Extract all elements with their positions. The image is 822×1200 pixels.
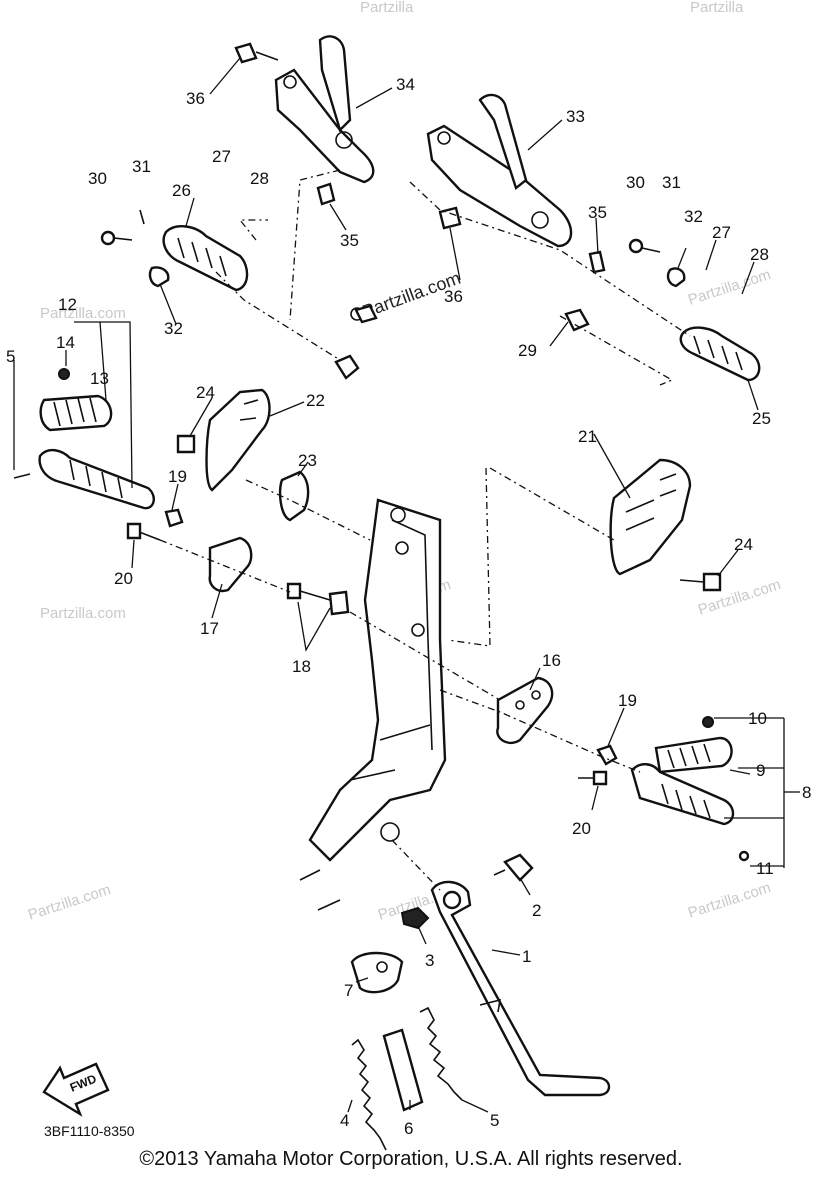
frame — [299, 498, 447, 911]
callout-22: 22 — [306, 391, 325, 410]
callout-34: 34 — [396, 75, 415, 94]
pin-30-right — [628, 238, 644, 254]
callout-7: 7 — [344, 981, 353, 1000]
rear-footrest-right — [679, 326, 761, 382]
callout-35b: 35 — [588, 203, 607, 222]
callout-14: 14 — [56, 333, 75, 352]
callout-27a: 27 — [212, 147, 231, 166]
callout-16: 16 — [542, 651, 561, 670]
callout-20a: 20 — [114, 569, 133, 588]
callout-32a: 32 — [164, 319, 183, 338]
nut-19-left — [164, 508, 184, 528]
bracket-23 — [278, 470, 310, 522]
callout-36a: 36 — [186, 89, 205, 108]
callout-25: 25 — [752, 409, 771, 428]
plate-7 — [350, 951, 404, 994]
callout-9: 9 — [756, 761, 765, 780]
side-stand — [430, 880, 611, 1097]
footrest-left — [13, 368, 155, 510]
callout-24b: 24 — [734, 535, 753, 554]
callout-3: 3 — [425, 951, 434, 970]
callout-31a: 31 — [132, 157, 151, 176]
bolt-24-left — [176, 434, 196, 454]
heel-guard-22 — [205, 388, 271, 492]
heel-guard-21 — [609, 458, 692, 576]
fwd-arrow-icon: FWD — [42, 1062, 110, 1117]
nut-3 — [400, 906, 430, 930]
callout-28a: 28 — [250, 169, 269, 188]
nut-watermark — [354, 304, 378, 324]
watermark: Partzilla.com — [686, 879, 773, 922]
watermark: Partzilla — [360, 0, 414, 16]
spring-4 — [351, 1038, 387, 1151]
callout-6: 6 — [404, 1119, 413, 1138]
leader-lines — [13, 57, 800, 1113]
callout-33: 33 — [566, 107, 585, 126]
callout-2: 2 — [532, 901, 541, 920]
callout-21: 21 — [578, 427, 597, 446]
nut-19-right — [596, 744, 618, 766]
watermark: Partzilla.com — [40, 605, 126, 622]
bolt-18a — [286, 582, 302, 600]
alignment-lines — [159, 169, 691, 891]
callout-29: 29 — [518, 341, 537, 360]
callout-24a: 24 — [196, 383, 215, 402]
callout-19a: 19 — [168, 467, 187, 486]
bolt-36-left — [234, 42, 258, 64]
bracket-34 — [274, 68, 375, 184]
watermark: Partzilla.com — [40, 305, 126, 322]
spring-5 — [419, 1006, 463, 1101]
callout-31b: 31 — [662, 173, 681, 192]
callout-13: 13 — [90, 369, 109, 388]
collar-32-right — [666, 267, 686, 288]
callout-1: 1 — [522, 947, 531, 966]
footrest-right — [630, 716, 750, 862]
callout-17: 17 — [200, 619, 219, 638]
watermark: Partzilla.com — [686, 266, 773, 309]
callout-23: 23 — [298, 451, 317, 470]
bolt-24-right — [702, 572, 722, 592]
callout-26: 26 — [172, 181, 191, 200]
callout-36b: 36 — [444, 287, 463, 306]
callout-18: 18 — [292, 657, 311, 676]
callout-5b: 5 — [6, 347, 15, 366]
pin-35-right — [588, 250, 606, 274]
collar-6 — [382, 1028, 424, 1112]
callout-27b: 27 — [712, 223, 731, 242]
diagram-code: 3BF1110-8350 — [44, 1123, 135, 1139]
callout-12: 12 — [58, 295, 77, 314]
bracket-16 — [496, 676, 554, 745]
nut-center — [334, 354, 360, 380]
rear-footrest-left — [100, 209, 249, 292]
callout-10: 10 — [748, 709, 767, 728]
bracket-33 — [426, 124, 573, 248]
callout-4: 4 — [340, 1111, 349, 1130]
callout-30b: 30 — [626, 173, 645, 192]
bolt-36-right — [438, 206, 462, 230]
callout-35a: 35 — [340, 231, 359, 250]
bracket-17 — [208, 536, 253, 593]
callout-28b: 28 — [750, 245, 769, 264]
callouts: 1 2 3 4 5 5 6 7 8 9 10 11 12 13 14 16 17… — [6, 75, 811, 1138]
pin-35-left — [316, 182, 336, 206]
callout-20b: 20 — [572, 819, 591, 838]
callout-11: 11 — [756, 859, 774, 878]
watermark: Partzilla — [690, 0, 744, 16]
copyright-notice: ©2013 Yamaha Motor Corporation, U.S.A. A… — [139, 1148, 683, 1170]
callout-30a: 30 — [88, 169, 107, 188]
bolt-2 — [493, 853, 534, 882]
callout-5: 5 — [490, 1111, 499, 1130]
callout-8: 8 — [802, 783, 811, 802]
callout-32b: 32 — [684, 207, 703, 226]
bolt-18b — [328, 590, 350, 616]
callout-19b: 19 — [618, 691, 637, 710]
nut-29 — [564, 308, 590, 332]
watermark: Partzilla.com — [26, 881, 113, 924]
